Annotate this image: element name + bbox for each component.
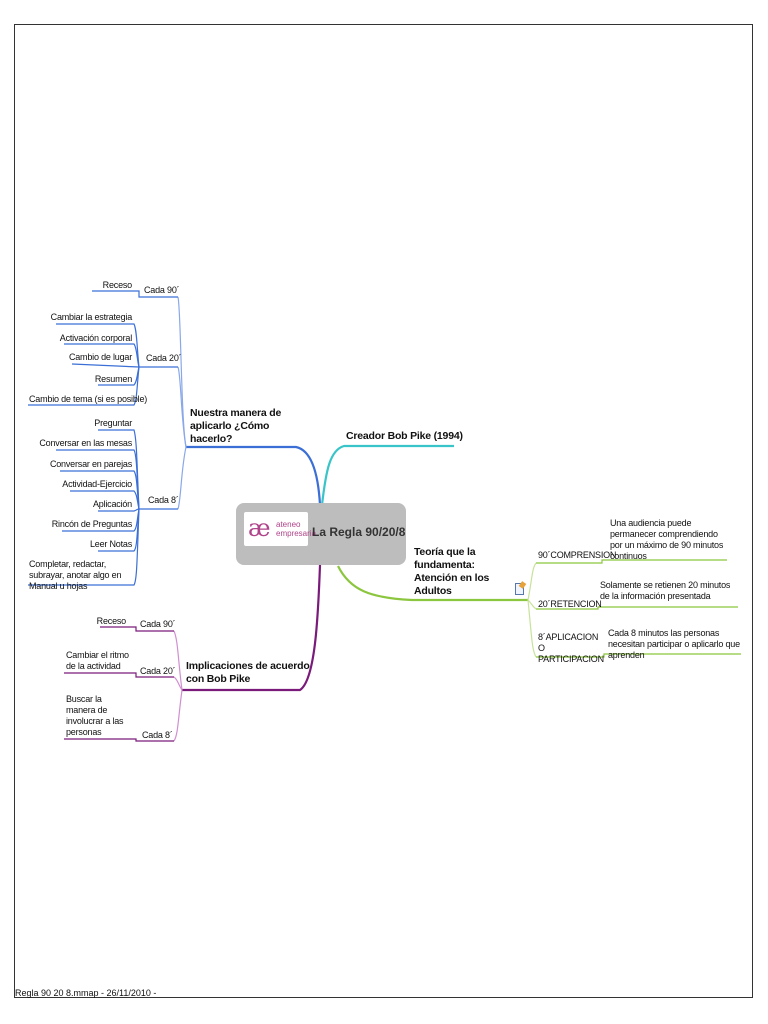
subtopic-cada-8[interactable]: Cada 8´ <box>148 495 179 505</box>
list-item[interactable]: Cambio de tema (si es posible) <box>29 394 148 404</box>
list-item[interactable]: Rincón de Preguntas <box>51 519 132 529</box>
subtopic-cada-20[interactable]: Cada 20´ <box>140 666 176 676</box>
subtopic-comprension[interactable]: 90´COMPRENSION <box>538 550 617 560</box>
list-item[interactable]: Cambiar el ritmo de la actividad <box>66 650 129 671</box>
list-item[interactable]: Cambio de lugar <box>68 352 132 362</box>
central-topic[interactable]: æ ateneo empresaria La Regla 90/20/8 <box>236 503 406 565</box>
list-item[interactable]: Resumen <box>94 374 132 384</box>
list-item[interactable]: Aplicación <box>92 499 132 509</box>
list-item[interactable]: Receso <box>102 280 133 290</box>
list-item[interactable]: Receso <box>96 616 127 626</box>
list-item[interactable]: Preguntar <box>94 418 132 428</box>
list-item[interactable]: Cambiar la estrategia <box>50 312 133 322</box>
ateneo-logo: æ ateneo empresaria <box>244 512 316 546</box>
list-item[interactable]: Buscar la manera de involucrar a las per… <box>66 694 124 737</box>
topic-teoria[interactable]: Teoría que la fundamenta: Atención en lo… <box>414 546 490 597</box>
detail-text[interactable]: Solamente se retienen 20 minutos de la i… <box>600 580 731 601</box>
subtopic-cada-90[interactable]: Cada 90´ <box>140 619 176 629</box>
topic-nuestra-manera[interactable]: Nuestra manera de aplicarlo ¿Cómo hacerl… <box>190 407 282 445</box>
logo-mark: æ <box>248 514 270 542</box>
subtopic-cada-20[interactable]: Cada 20´ <box>146 353 182 363</box>
page-frame <box>14 24 753 998</box>
subtopic-cada-8[interactable]: Cada 8´ <box>142 730 173 740</box>
central-title: La Regla 90/20/8 <box>312 525 406 539</box>
list-item[interactable]: Conversar en las mesas <box>39 438 132 448</box>
subtopic-participacion[interactable]: 8´APLICACION O PARTICIPACION <box>538 632 604 664</box>
note-icon[interactable] <box>515 583 524 595</box>
topic-implicaciones[interactable]: Implicaciones de acuerdo con Bob Pike <box>186 660 310 685</box>
detail-text[interactable]: Una audiencia puede permanecer comprendi… <box>610 518 724 561</box>
list-item[interactable]: Completar, redactar, subrayar, anotar al… <box>29 559 122 591</box>
logo-text: ateneo empresaria <box>276 520 317 538</box>
footer-filename: Regla 90 20 8.mmap - 26/11/2010 - <box>15 988 157 998</box>
list-item[interactable]: Actividad-Ejercicio <box>62 479 132 489</box>
subtopic-retencion[interactable]: 20´RETENCION <box>538 599 602 609</box>
topic-creador[interactable]: Creador Bob Pike (1994) <box>346 430 463 442</box>
list-item[interactable]: Leer Notas <box>89 539 132 549</box>
detail-text[interactable]: Cada 8 minutos las personas necesitan pa… <box>608 628 740 660</box>
list-item[interactable]: Conversar en parejas <box>49 459 132 469</box>
subtopic-cada-90[interactable]: Cada 90´ <box>144 285 180 295</box>
list-item[interactable]: Activación corporal <box>59 333 132 343</box>
